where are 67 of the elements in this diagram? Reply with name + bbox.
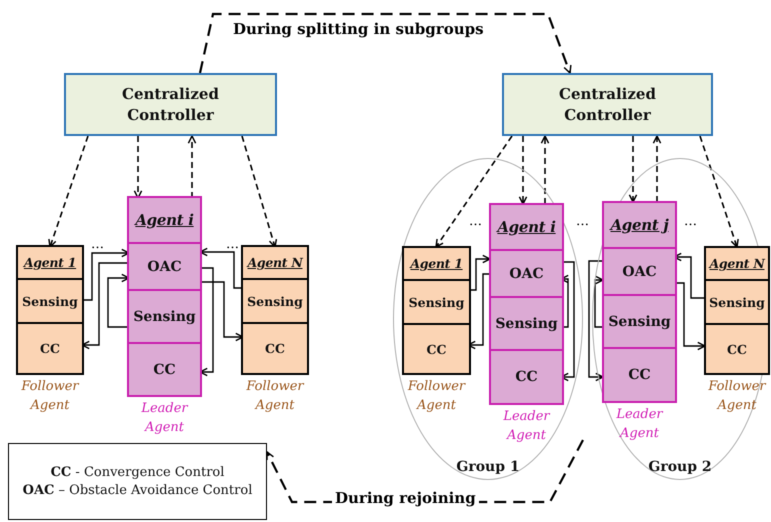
module-box: Sensing xyxy=(243,278,307,322)
key-entry: CC - Convergence Control xyxy=(50,464,224,482)
module-box: Sensing xyxy=(706,279,768,323)
module-box: Sensing xyxy=(404,279,469,323)
dashed-arrow xyxy=(48,136,89,248)
controller-box: Centralized Controller xyxy=(64,73,277,136)
group-label: Group 1 xyxy=(456,459,520,475)
ellipsis-mark: … xyxy=(684,214,697,229)
arrow xyxy=(82,248,130,301)
module-box: Sensing xyxy=(491,296,562,349)
dashed-arrow xyxy=(241,136,278,248)
module-box: CC xyxy=(404,323,469,373)
controller-box: Centralized Controller xyxy=(502,73,713,136)
agent-role-caption: Leader Agent xyxy=(615,406,664,443)
arrow xyxy=(468,254,491,291)
edge-label: During rejoining xyxy=(332,489,479,507)
ellipsis-mark: … xyxy=(576,214,589,229)
arrow xyxy=(674,282,706,350)
dashed-arrow xyxy=(134,136,142,199)
agent-role-caption: Leader Agent xyxy=(140,400,190,437)
module-box: CC xyxy=(18,322,82,373)
agent-header: Agent j xyxy=(604,203,675,247)
agent-role-caption: Follower Agent xyxy=(20,378,80,415)
module-box: CC xyxy=(491,349,562,403)
ellipsis-mark: … xyxy=(91,237,104,252)
arrow xyxy=(199,248,243,289)
arrow xyxy=(199,267,214,376)
group-ellipse xyxy=(592,158,768,480)
module-box: OAC xyxy=(129,242,200,289)
arrow xyxy=(588,260,604,382)
agent-role-caption: Follower Agent xyxy=(406,378,467,415)
module-box: CC xyxy=(706,323,768,373)
dashed-arrow xyxy=(652,135,662,202)
agent-header: Agent 1 xyxy=(404,248,469,279)
agent-role-caption: Leader Agent xyxy=(502,408,552,445)
dashed-arrow xyxy=(518,136,528,205)
dashed-arrow xyxy=(699,136,739,248)
module-box: Sensing xyxy=(18,278,82,322)
dashed-arrow xyxy=(628,136,638,203)
ellipsis-mark: … xyxy=(469,214,482,229)
group-ellipse xyxy=(393,158,583,480)
module-box: CC xyxy=(129,342,200,395)
dashed-arrow xyxy=(188,135,196,198)
arrow xyxy=(200,281,244,342)
dashed-arrow xyxy=(540,135,550,204)
agent-header: Agent 1 xyxy=(18,247,82,278)
module-box: Sensing xyxy=(129,289,200,342)
module-box: OAC xyxy=(604,247,675,294)
agent-header: Agent i xyxy=(129,198,200,242)
agent-role-caption: Follower Agent xyxy=(245,378,306,415)
arrow xyxy=(81,262,129,350)
agent-role-caption: Follower Agent xyxy=(707,378,768,415)
agent-header: Agent N xyxy=(706,248,768,279)
key-entry: OAC – Obstacle Avoidance Control xyxy=(22,482,252,500)
dashed-arrow xyxy=(198,12,572,74)
arrow xyxy=(594,276,604,328)
agent-header: Agent i xyxy=(491,205,562,249)
module-box: CC xyxy=(604,347,675,401)
module-box: CC xyxy=(243,322,307,373)
ellipsis-mark: … xyxy=(226,237,239,252)
module-box: Sensing xyxy=(604,294,675,347)
module-box: OAC xyxy=(491,249,562,296)
agent-header: Agent N xyxy=(243,247,307,278)
key-box xyxy=(8,443,267,520)
dashed-arrow xyxy=(435,136,513,248)
arrow xyxy=(107,274,130,328)
group-label: Group 2 xyxy=(648,459,712,475)
